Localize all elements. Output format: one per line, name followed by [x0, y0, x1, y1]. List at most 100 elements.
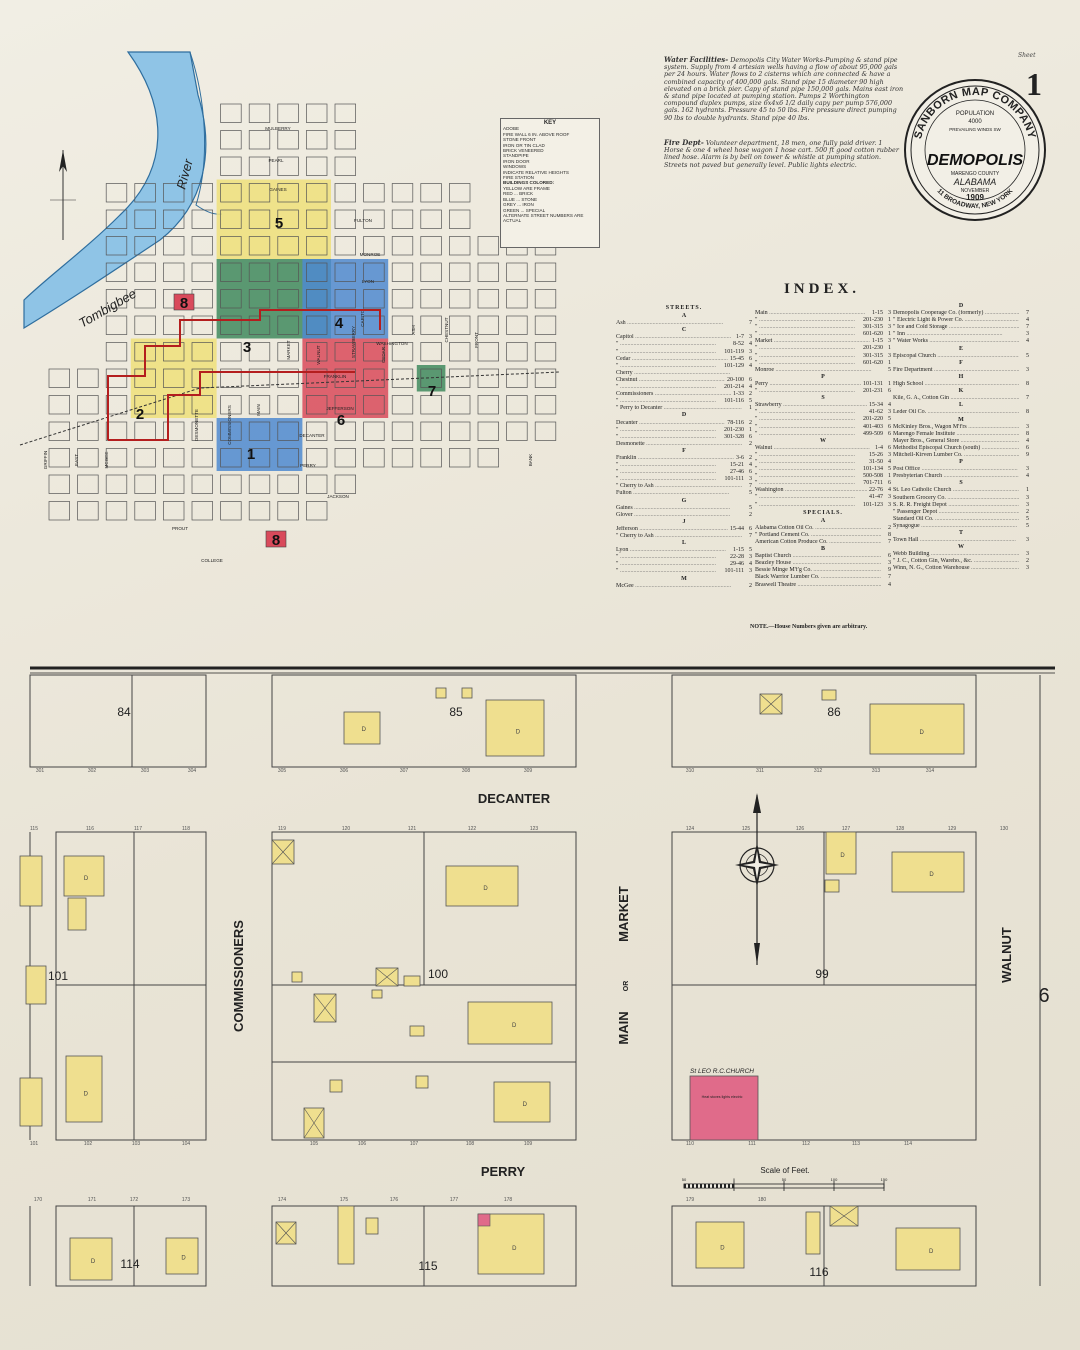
index-entry[interactable]: " Electric Light & Power Co.4 — [893, 317, 1029, 324]
index-entry[interactable]: Demopolis Cooperage Co. (formerly)7 — [893, 310, 1029, 317]
index-entry[interactable]: High School8 — [893, 381, 1029, 388]
index-entry[interactable]: "22-283 — [616, 554, 752, 561]
index-entry[interactable]: " J. C., Cotton Gin, Wareho., &c.2 — [893, 558, 1029, 565]
building[interactable]: D — [65, 1055, 103, 1123]
church-building[interactable] — [689, 1075, 759, 1141]
index-entry[interactable]: "29-464 — [616, 561, 752, 568]
building[interactable]: D — [343, 711, 381, 745]
index-entry[interactable]: "8-524 — [616, 341, 752, 348]
index-entry[interactable]: Beazley House3 — [755, 560, 891, 567]
sheet-marker[interactable]: 3 — [243, 339, 251, 356]
index-entry[interactable]: Fulton5 — [616, 490, 752, 497]
sheet-zone[interactable] — [216, 418, 303, 471]
index-entry[interactable]: St. Leo Catholic Church1 — [893, 487, 1029, 494]
index-entry[interactable]: "27-466 — [616, 469, 752, 476]
building[interactable]: D — [165, 1237, 199, 1275]
building[interactable] — [329, 1079, 343, 1093]
building[interactable] — [303, 1107, 325, 1139]
index-entry[interactable]: " Inn3 — [893, 331, 1029, 338]
index-entry[interactable]: McGee2 — [616, 583, 752, 590]
index-entry[interactable]: Webb Building3 — [893, 551, 1029, 558]
index-entry[interactable]: " Passenger Depot2 — [893, 509, 1029, 516]
sheet-marker[interactable]: 8 — [173, 293, 195, 312]
index-entry[interactable]: " Perry to Decanter1 — [616, 405, 752, 412]
building[interactable]: D — [891, 851, 965, 893]
index-entry[interactable]: " Cherry to Ash7 — [616, 533, 752, 540]
sheet-marker[interactable]: 6 — [337, 412, 345, 429]
building[interactable] — [829, 1205, 859, 1227]
building[interactable] — [19, 855, 43, 907]
index-entry[interactable]: Braswell Theatre4 — [755, 582, 891, 589]
index-entry[interactable]: Bessie Minge M'f'g Co.9 — [755, 567, 891, 574]
building[interactable] — [824, 879, 840, 893]
building[interactable]: D — [477, 1213, 545, 1275]
building[interactable]: D — [467, 1001, 553, 1045]
index-entry[interactable]: " Cherry to Ash7 — [616, 483, 752, 490]
index-entry[interactable]: Strawberry15-344 — [755, 402, 891, 409]
sheet-marker[interactable]: 4 — [335, 315, 344, 332]
index-entry[interactable]: " Portland Cement Co.8 — [755, 532, 891, 539]
sheet-zone[interactable] — [216, 179, 331, 260]
index-entry[interactable]: Jefferson15-446 — [616, 526, 752, 533]
building[interactable]: D — [895, 1227, 961, 1271]
building[interactable] — [371, 989, 383, 999]
index-entry[interactable]: Washington22-764 — [755, 487, 891, 494]
index-entry[interactable]: Black Warrior Lumber Co.7 — [755, 574, 891, 581]
index-entry[interactable]: Main1-153 — [755, 310, 891, 317]
building[interactable] — [759, 693, 783, 715]
index-entry[interactable]: Town Hall3 — [893, 537, 1029, 544]
building[interactable] — [271, 839, 295, 865]
index-entry[interactable]: Glover2 — [616, 512, 752, 519]
building[interactable] — [461, 687, 473, 699]
sheet-marker[interactable]: 7 — [428, 383, 436, 400]
index-entry[interactable]: Cherry — [616, 370, 752, 377]
index-entry[interactable]: "31-504 — [755, 459, 891, 466]
building[interactable] — [435, 687, 447, 699]
building[interactable]: D — [825, 831, 857, 875]
index-entry[interactable]: Southern Grocery Co.3 — [893, 495, 1029, 502]
building[interactable]: D — [869, 703, 965, 755]
index-entry[interactable]: Marengo Female Institute8 — [893, 431, 1029, 438]
index-entry[interactable]: S. R. R. Freight Depot3 — [893, 502, 1029, 509]
building[interactable] — [291, 971, 303, 983]
building[interactable] — [25, 965, 47, 1005]
building[interactable]: D — [493, 1081, 551, 1123]
building[interactable] — [275, 1221, 297, 1245]
building[interactable] — [409, 1025, 425, 1037]
building[interactable]: D — [695, 1221, 745, 1269]
index-entry[interactable]: Alabama Cotton Oil Co.2 — [755, 525, 891, 532]
index-entry[interactable]: Baptist Church6 — [755, 553, 891, 560]
index-entry[interactable]: Kile, G. A., Cotton Gin7 — [893, 395, 1029, 402]
sheet-zone[interactable] — [302, 338, 389, 419]
index-entry[interactable]: " Ice and Cold Storage7 — [893, 324, 1029, 331]
index-entry[interactable]: Leder Oil Co.8 — [893, 409, 1029, 416]
index-entry[interactable]: "15-263 — [755, 452, 891, 459]
index-entry[interactable]: Ash7 — [616, 320, 752, 327]
sheet-marker[interactable]: 1 — [247, 446, 255, 463]
index-entry[interactable]: Mayer Bros., General Store4 — [893, 438, 1029, 445]
index-entry[interactable]: Desmonette2 — [616, 441, 752, 448]
index-entry[interactable]: Mitchell-Kirven Lumber Co.9 — [893, 452, 1029, 459]
index-entry[interactable]: Cedar15-456 — [616, 356, 752, 363]
index-entry[interactable]: Methodist Episcopal Church (south)6 — [893, 445, 1029, 452]
